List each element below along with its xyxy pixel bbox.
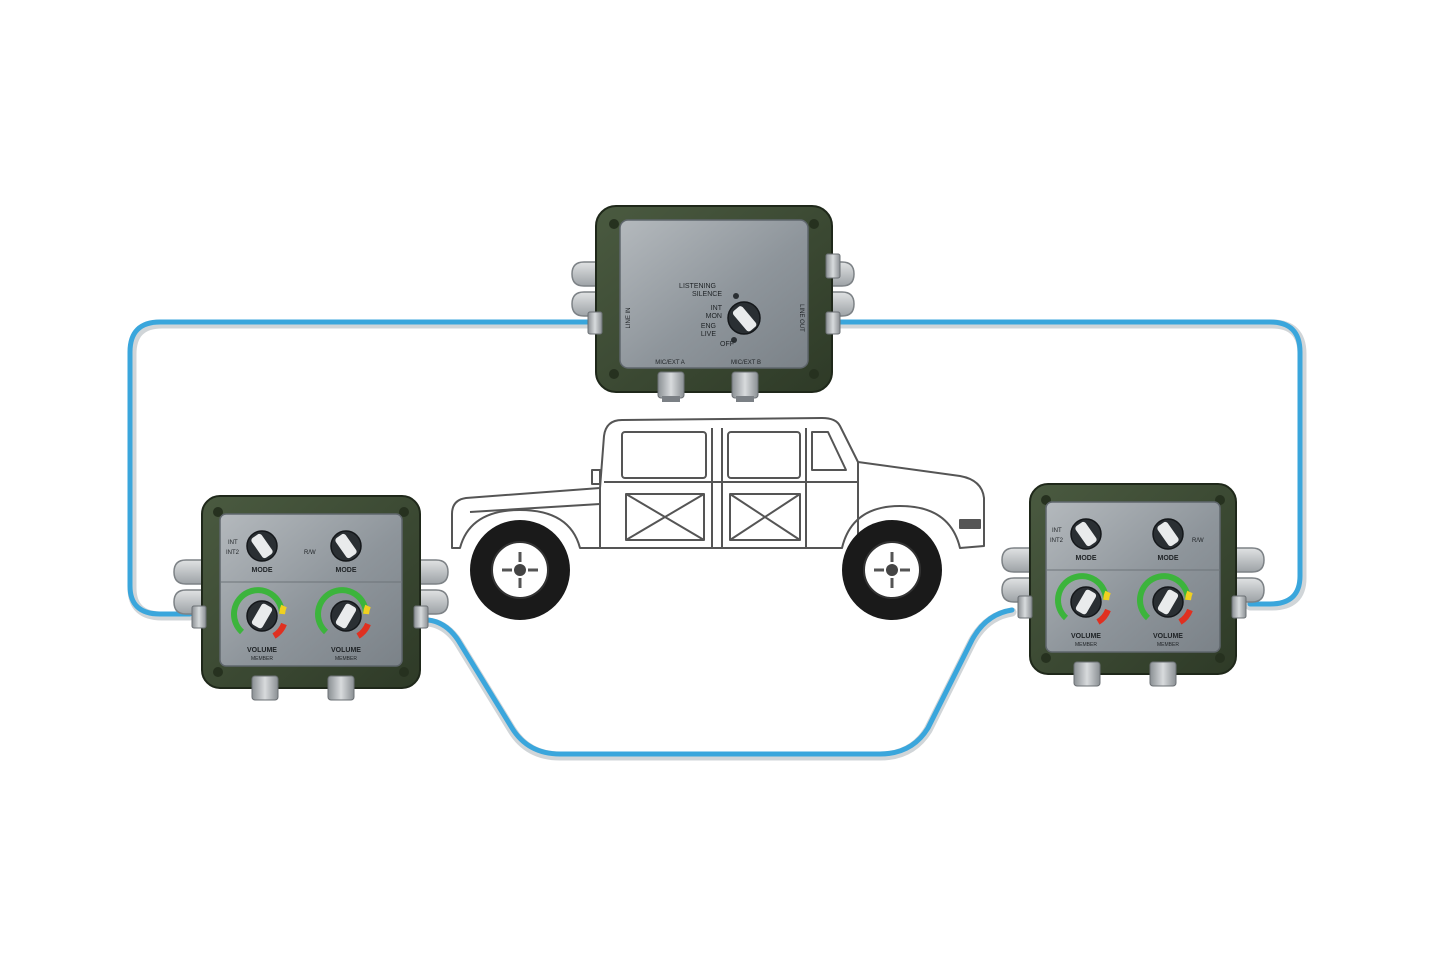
label-line-in: LINE IN (626, 307, 632, 328)
wheel-rear-icon (842, 520, 942, 620)
vehicle-window-rear (727, 431, 801, 479)
volume-knob-2: VOLUME MEMBER (1137, 573, 1193, 648)
crew-unit-left: INT INT2 MODE R/W MODE VOLUME MEMBER V (173, 495, 449, 701)
volume-sublabel: MEMBER (251, 656, 273, 662)
mark-int2: INT2 (226, 550, 240, 556)
top-unit-bottom-connectors (657, 371, 759, 402)
cable-network (127, 319, 1307, 761)
selector-label: MODE (1158, 555, 1179, 562)
top-unit-side-connectors (587, 253, 841, 335)
label-line-out: LINE OUT (798, 304, 804, 332)
label-off: OFF (720, 341, 734, 348)
mark-int2: INT2 (1050, 538, 1064, 544)
label-listening: LISTENING (679, 283, 716, 290)
selector-label: MODE (1076, 555, 1097, 562)
vehicle-wheels (470, 520, 942, 620)
volume-sublabel: MEMBER (1157, 642, 1179, 648)
mode-selector-2: R/W MODE (1152, 518, 1204, 562)
humvee-outline-icon (451, 417, 985, 549)
cable-top-to-left-unit (127, 319, 601, 617)
crew-unit-right: INT INT2 MODE R/W MODE VOLUME MEMBER VOL… (1001, 483, 1265, 687)
volume-label: VOLUME (331, 647, 361, 654)
volume-label: VOLUME (247, 647, 277, 654)
label-live: LIVE (701, 331, 717, 338)
top-unit-panel (619, 219, 809, 369)
vehicle-window-quarter (811, 431, 847, 471)
volume-label: VOLUME (1071, 633, 1101, 640)
label-eng: ENG (701, 323, 716, 330)
mark-int: INT (228, 540, 238, 546)
volume-label: VOLUME (1153, 633, 1183, 640)
label-mon: MON (706, 313, 722, 320)
listening-silence-switch (727, 293, 761, 343)
label-silence: SILENCE (692, 291, 722, 298)
selector-label: MODE (336, 567, 357, 574)
label-port-b: MIC/EXT B (731, 360, 761, 366)
volume-sublabel: MEMBER (1075, 642, 1097, 648)
mark-rw: R/W (304, 550, 316, 556)
mark-int: INT (1052, 528, 1062, 534)
label-port-a: MIC/EXT A (655, 360, 685, 366)
top-control-unit: LISTENING SILENCE INT MON ENG LIVE OFF M… (571, 205, 855, 402)
mode-selector-1: INT INT2 MODE (1050, 518, 1102, 562)
mode-selector-1: INT INT2 MODE (226, 530, 278, 574)
volume-knob-2: VOLUME MEMBER (315, 587, 371, 662)
mark-rw: R/W (1192, 538, 1204, 544)
mode-selector-2: R/W MODE (304, 530, 362, 574)
volume-knob-1: VOLUME MEMBER (1055, 573, 1111, 648)
cable-top-to-right-unit (825, 319, 1303, 607)
vehicle-window-front (621, 431, 707, 479)
wheel-front-icon (470, 520, 570, 620)
selector-label: MODE (252, 567, 273, 574)
volume-sublabel: MEMBER (335, 656, 357, 662)
volume-knob-1: VOLUME MEMBER (231, 587, 287, 662)
cable-left-to-right-unit (425, 607, 1015, 757)
label-int: INT (711, 305, 723, 312)
